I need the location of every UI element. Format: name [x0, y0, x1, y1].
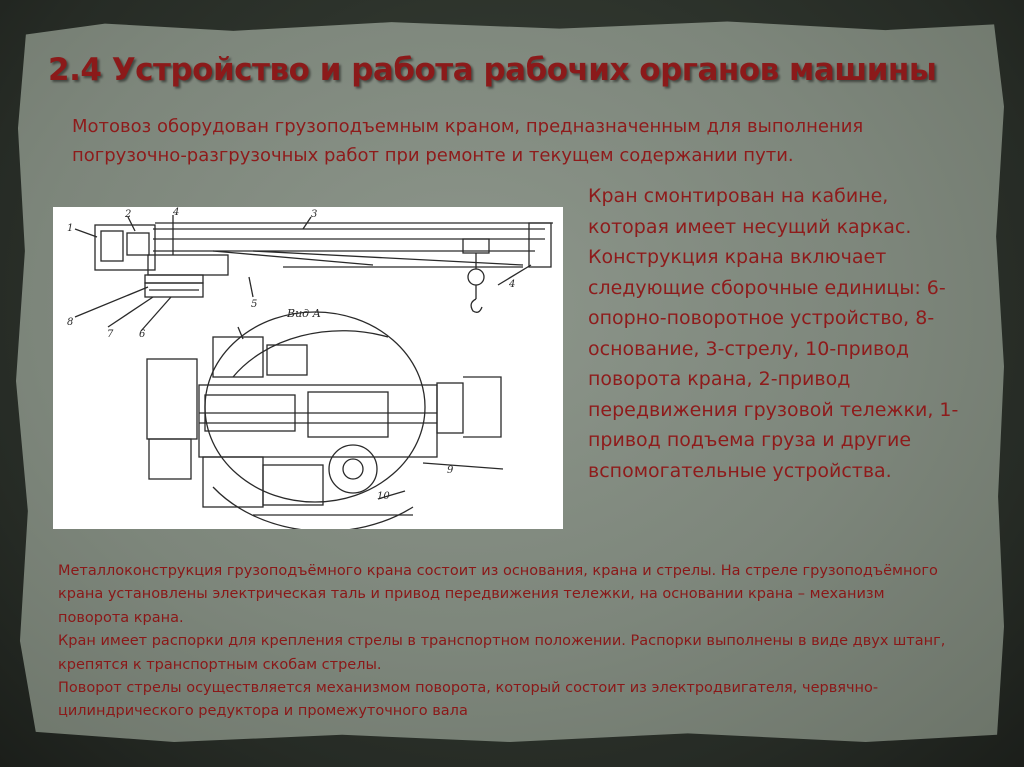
motor-foot [148, 438, 192, 480]
hoist-drum [126, 232, 150, 256]
turntable-circle [204, 311, 426, 503]
slewing-ring [144, 282, 204, 298]
callout-label: 1 [67, 223, 73, 234]
leader-9 [422, 462, 504, 470]
description-text: Кран смонтирован на кабине, которая имее… [588, 185, 959, 482]
worm-gearbox [262, 464, 324, 506]
intro-text: Мотовоз оборудован грузоподъемным краном… [72, 116, 864, 166]
callout-label: 3 [311, 209, 317, 220]
hook-block [467, 268, 485, 286]
leader-8 [74, 286, 149, 318]
cabin-block [94, 224, 156, 271]
crane-drawing: 1 2 3 4 4 5 6 7 8 9 10 Вид А [53, 207, 563, 529]
end-block [436, 382, 464, 434]
callout-label: 2 [124, 209, 131, 220]
slide-title: 2.4 Устройство и работа рабочих органов … [48, 52, 937, 88]
trolley-drive [307, 391, 389, 438]
callout-label: 9 [447, 465, 454, 476]
base-frame [147, 254, 229, 276]
brace-1 [212, 250, 374, 266]
side-view [74, 215, 553, 332]
slew-motor [202, 456, 264, 508]
callout-label: 7 [107, 329, 114, 340]
base-plate [144, 274, 204, 284]
leader-3 [302, 216, 312, 230]
leader-6 [140, 296, 172, 332]
leader-2 [127, 216, 136, 232]
view-label: Вид А [286, 307, 321, 320]
end-bracket [463, 376, 502, 438]
hoist-motor [100, 230, 124, 262]
plan-view [146, 311, 504, 529]
worm-wheel [328, 444, 378, 494]
leader-4 [497, 264, 532, 286]
callout-label: 4 [508, 279, 515, 290]
callout-label: 8 [67, 317, 73, 328]
crane-drawing-svg: 1 2 3 4 4 5 6 7 8 9 10 Вид А [67, 207, 553, 529]
turntable-lower-arc [212, 486, 414, 529]
leader-7 [107, 296, 154, 328]
bottom-paragraph: Поворот стрелы осуществляется механизмом… [58, 680, 879, 720]
callout-labels: 1 2 3 4 4 5 6 7 8 9 10 Вид А [67, 207, 515, 502]
callout-label: 10 [377, 491, 390, 502]
boom-tip [528, 222, 552, 268]
main-frame [198, 384, 438, 458]
motor-housing [146, 358, 198, 440]
bottom-paragraph: Металлоконструкция грузоподъёмного крана… [58, 563, 938, 626]
leader-5 [248, 276, 254, 298]
callout-label: 4 [172, 207, 179, 218]
leader-10 [377, 490, 406, 500]
leader-2b [237, 326, 244, 340]
bottom-text-block: Металлоконструкция грузоподъёмного крана… [58, 560, 958, 724]
bottom-paragraph: Кран имеет распорки для крепления стрелы… [58, 633, 946, 673]
leader-1 [74, 228, 98, 238]
callout-label: 6 [139, 329, 146, 340]
hook [470, 298, 483, 313]
drive-2-motor [266, 344, 308, 376]
brace-2 [252, 250, 524, 266]
turntable-arc [232, 330, 389, 378]
callout-label: 5 [251, 299, 257, 310]
drive-2 [212, 336, 264, 378]
worm-hub [342, 458, 364, 480]
